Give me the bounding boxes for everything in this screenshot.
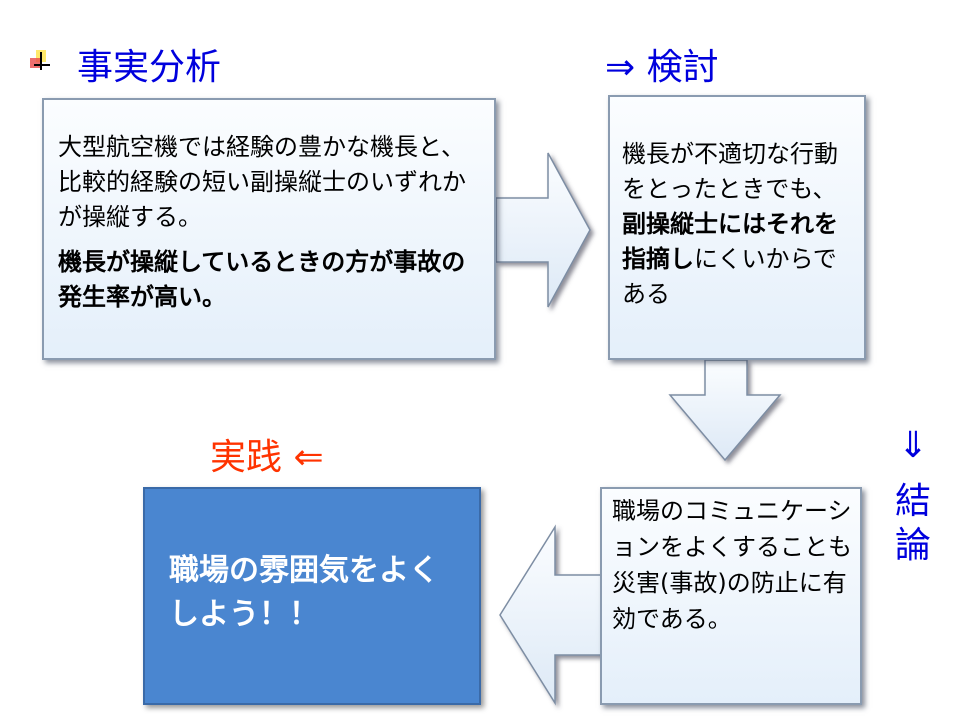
review-emphasis: 副操縦士にはそれを指摘し (622, 210, 838, 273)
fact-text: 大型航空機では経験の豊かな機長と、比較的経験の短い副操縦士のいずれかが操縦する。 (58, 133, 466, 231)
fact-finding: 機長が操縦しているときの方が事故の発生率が高い。 (58, 248, 466, 311)
heading-practice: 実践 ⇐ (210, 437, 324, 478)
bullet-icon (30, 50, 52, 72)
practice-text: 職場の雰囲気をよくしよう！！ (169, 553, 439, 632)
conclusion-arrow: ⇓ (898, 425, 929, 466)
down-arrow (668, 359, 782, 462)
heading-conclusion: 結論 (895, 481, 932, 566)
fact-box: 大型航空機では経験の豊かな機長と、比較的経験の短い副操縦士のいずれかが操縦する。… (42, 98, 496, 360)
heading-fact: 事実分析 (77, 47, 222, 88)
heading-review: ⇒ 検討 (605, 47, 719, 88)
conclusion-box: 職場のコミュニケーションをよくすることも災害(事故)の防止に有効である。 (600, 487, 862, 705)
review-text-end: にくいからである (622, 245, 837, 308)
conclusion-text: 職場のコミュニケーションをよくすることも災害(事故)の防止に有効である。 (612, 497, 852, 633)
right-arrow (495, 152, 591, 308)
practice-box: 職場の雰囲気をよくしよう！！ (143, 487, 481, 705)
left-arrow (499, 524, 603, 706)
review-text: 機長が不適切な行動をとったときでも、 (622, 140, 838, 203)
review-box: 機長が不適切な行動をとったときでも、副操縦士にはそれを指摘しにくいからである (608, 95, 866, 360)
